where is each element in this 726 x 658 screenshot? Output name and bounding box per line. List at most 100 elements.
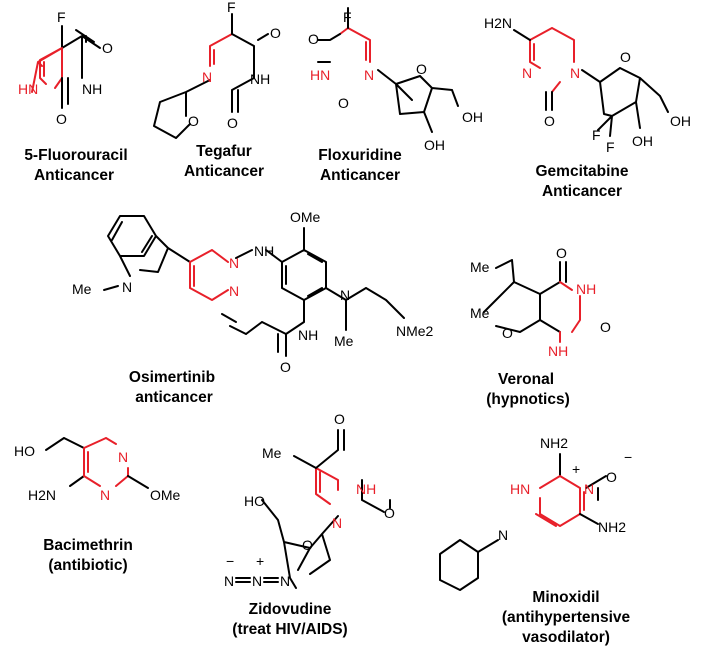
tegafur-n: N: [202, 69, 212, 85]
zidovudine-azide-n1: N: [224, 573, 234, 589]
minoxidil-structure: NH2 HN N + O − N NH2: [439, 435, 632, 591]
osimertinib-n-indole: N: [122, 279, 132, 295]
tegafur-bonds: [153, 13, 269, 139]
minoxidil-n-plus: N: [584, 481, 594, 497]
osimertinib-n1: N: [229, 255, 239, 271]
caption-gemcitabine-name: Gemcitabine: [535, 163, 628, 180]
gemcitabine-n1: N: [522, 65, 532, 81]
caption-floxuridine-activity: Anticancer: [320, 167, 400, 184]
gemcitabine-h2n: H2N: [484, 15, 512, 31]
zidovudine-structure: O Me NH O N HO O − + N N N: [224, 411, 395, 589]
zidovudine-azide-n3: N: [280, 573, 290, 589]
veronal-bonds: [483, 259, 567, 333]
minoxidil-plus: +: [572, 461, 580, 477]
floxuridine-o2: O: [338, 95, 349, 111]
tegafur-o-ring: O: [188, 113, 199, 129]
veronal-structure: Me Me O NH O NH O: [470, 245, 611, 359]
osimertinib-structure: Me N N N NH OMe N Me NMe2 NH O: [72, 209, 434, 375]
floxuridine-structure: F O HN O N O OH OH: [308, 7, 483, 153]
floxuridine-n: N: [364, 67, 374, 83]
minoxidil-amine: [579, 513, 599, 525]
bacimethrin-h2n: H2N: [28, 487, 56, 503]
gemcitabine-ring: [529, 27, 575, 93]
caption-osimertinib-activity: anticancer: [135, 389, 213, 406]
caption-veronal-name: Veronal: [498, 371, 554, 388]
caption-minoxidil-name: Minoxidil: [532, 589, 599, 606]
fluorouracil-o2: O: [56, 111, 67, 127]
tegafur-o1: O: [270, 25, 281, 41]
floxuridine-o-ring: O: [416, 61, 427, 77]
fluorouracil-ring-red: [39, 47, 63, 85]
floxuridine-ring: [339, 27, 371, 63]
osimertinib-aniline: [221, 227, 405, 357]
minoxidil-minus: −: [624, 449, 632, 465]
minoxidil-bonds: [439, 453, 607, 591]
osimertinib-ome: OMe: [290, 209, 321, 225]
veronal-o3: O: [502, 325, 513, 341]
osimertinib-n3: N: [340, 287, 350, 303]
zidovudine-oh: HO: [244, 493, 265, 509]
caption-bacimethrin-name: Bacimethrin: [43, 537, 133, 554]
osimertinib-nme2: NMe2: [396, 323, 434, 339]
zidovudine-azide-n2: N: [252, 573, 262, 589]
gemcitabine-o1: O: [544, 113, 555, 129]
tegafur-ring: [209, 27, 233, 67]
osimertinib-o: O: [280, 359, 291, 375]
floxuridine-hn: HN: [310, 67, 330, 83]
osimertinib-methyl: [103, 285, 119, 291]
minoxidil-n-pip: N: [498, 527, 508, 543]
floxuridine-oh1: OH: [462, 109, 483, 125]
caption-minoxidil-activity: (antihypertensive: [502, 609, 631, 626]
fluorouracil-nh: NH: [82, 81, 102, 97]
zidovudine-n: N: [332, 515, 342, 531]
caption-tegafur-activity: Anticancer: [184, 163, 264, 180]
tegafur-o2: O: [227, 115, 238, 131]
osimertinib-h: NH: [254, 243, 274, 259]
veronal-ring: [559, 281, 581, 343]
gemcitabine-o-ring: O: [620, 49, 631, 65]
zidovudine-o2: O: [384, 505, 395, 521]
zidovudine-azide-bonds: [235, 577, 279, 583]
minoxidil-ring: [535, 475, 585, 527]
bacimethrin-bonds: [45, 437, 85, 487]
zidovudine-bonds: [261, 429, 391, 589]
bacimethrin-n1: N: [118, 449, 128, 465]
minoxidil-hn: HN: [510, 481, 530, 497]
gemcitabine-oh1: OH: [670, 113, 691, 129]
osimertinib-pyrimidine: [189, 249, 229, 301]
zidovudine-plus: +: [256, 553, 264, 569]
floxuridine-o1: O: [308, 31, 319, 47]
bacimethrin-ome-bond: [127, 475, 149, 489]
captions: 5-Fluorouracil Anticancer Tegafur Antica…: [24, 143, 630, 646]
veronal-me2: Me: [470, 305, 490, 321]
osimertinib-me: Me: [72, 281, 92, 297]
bacimethrin-ho: HO: [14, 443, 35, 459]
tegafur-structure: F O NH N O O: [153, 0, 281, 139]
zidovudine-nh: NH: [356, 481, 376, 497]
tegafur-f: F: [227, 0, 236, 15]
caption-veronal-activity: (hypnotics): [486, 391, 570, 408]
zidovudine-o-ring: O: [302, 537, 313, 553]
gemcitabine-f2: F: [606, 139, 615, 155]
fluorouracil-o1: O: [102, 40, 113, 56]
caption-tegafur-name: Tegafur: [196, 143, 252, 160]
gemcitabine-structure: H2N N N O O F F OH OH: [484, 15, 691, 155]
gemcitabine-n2: N: [570, 65, 580, 81]
caption-minoxidil-activity-2: vasodilator): [522, 629, 610, 646]
caption-zidovudine-activity: (treat HIV/AIDS): [232, 621, 347, 638]
bacimethrin-structure: HO N N H2N OMe: [14, 437, 181, 503]
fluorouracil-f: F: [57, 9, 66, 25]
osimertinib-me2: Me: [334, 333, 354, 349]
gemcitabine-oh2: OH: [632, 133, 653, 149]
gemcitabine-f1: F: [592, 127, 601, 143]
minoxidil-nh2-bottom: NH2: [598, 519, 626, 535]
fluorouracil-structure: F O NH HN O: [18, 9, 113, 127]
zidovudine-minus: −: [226, 553, 234, 569]
caption-osimertinib-name: Osimertinib: [129, 369, 215, 386]
veronal-me1: Me: [470, 259, 490, 275]
bacimethrin-ring: [83, 437, 129, 487]
osimertinib-n2: N: [229, 283, 239, 299]
fluorouracil-bonds: [61, 25, 101, 109]
veronal-nh2: NH: [548, 343, 568, 359]
